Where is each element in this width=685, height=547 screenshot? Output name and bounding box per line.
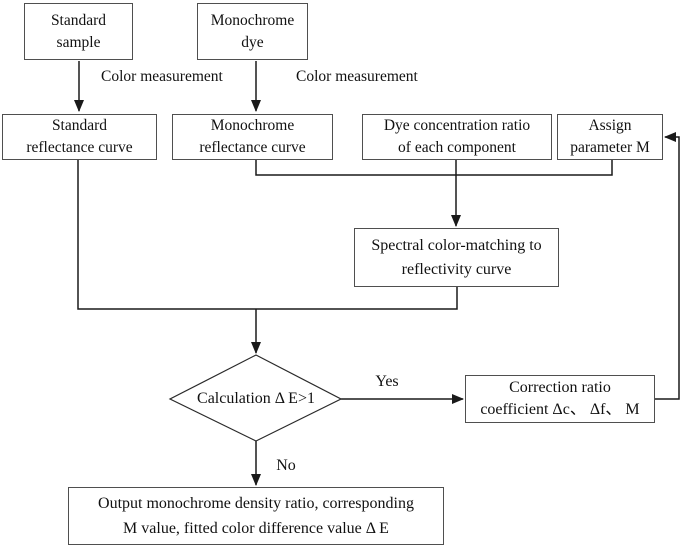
node-text: of each component [398,139,516,156]
edge-label-no: No [276,457,296,474]
node-text: reflectance curve [26,139,133,156]
node-output-result: Output monochrome density ratio, corresp… [68,487,444,545]
node-text: Monochrome [210,117,295,134]
node-text: parameter M [570,139,650,156]
node-text: Monochrome [210,11,295,29]
node-spectral-color-matching: Spectral color-matching to reflectivity … [354,228,559,287]
node-text: Spectral color-matching to [371,236,542,254]
node-correction-ratio-coefficient: Correction ratio coefficient Δc、 Δf、 M [465,375,655,423]
node-text: reflectivity curve [401,260,512,278]
node-assign-parameter-m: Assign parameter M [557,114,663,160]
edge-label-color-measurement-left: Color measurement [101,66,223,87]
edge-collector-bottom [77,160,458,310]
node-dye-concentration-ratio: Dye concentration ratio of each componen… [362,114,552,160]
node-text: Dye concentration ratio [383,117,531,134]
edge-label-text: Color [101,68,137,85]
node-text: Standard [50,11,107,29]
node-text: reflectance curve [199,139,306,156]
node-text: Standard [51,117,108,134]
node-text: Assign [588,117,632,134]
node-monochrome-dye: Monochrome dye [197,3,308,60]
decision-diamond-shape [168,354,343,442]
node-text: dye [241,33,264,51]
node-text: coefficient Δc、 Δf、 M [480,401,640,418]
edge-feedback-loop [655,132,680,400]
edge-label-text: Color [296,68,332,85]
edge-label-yes: Yes [375,373,399,390]
edge-label-color-measurement-right: Color measurement [296,66,418,87]
edge-label-text: measurement [140,68,223,85]
node-standard-reflectance-curve: Standard reflectance curve [2,114,157,160]
node-monochrome-reflectance-curve: Monochrome reflectance curve [172,114,333,160]
node-text: Output monochrome density ratio, corresp… [98,495,414,512]
node-text: Correction ratio [509,379,611,396]
node-text: M value, fitted color difference value Δ… [123,520,389,537]
node-standard-sample: Standard sample [24,3,133,60]
edge-label-text: measurement [335,68,418,85]
node-decision-calculation: Calculation Δ E>1 [197,390,315,407]
edge-collector-top [255,160,613,176]
node-text: sample [56,33,101,51]
